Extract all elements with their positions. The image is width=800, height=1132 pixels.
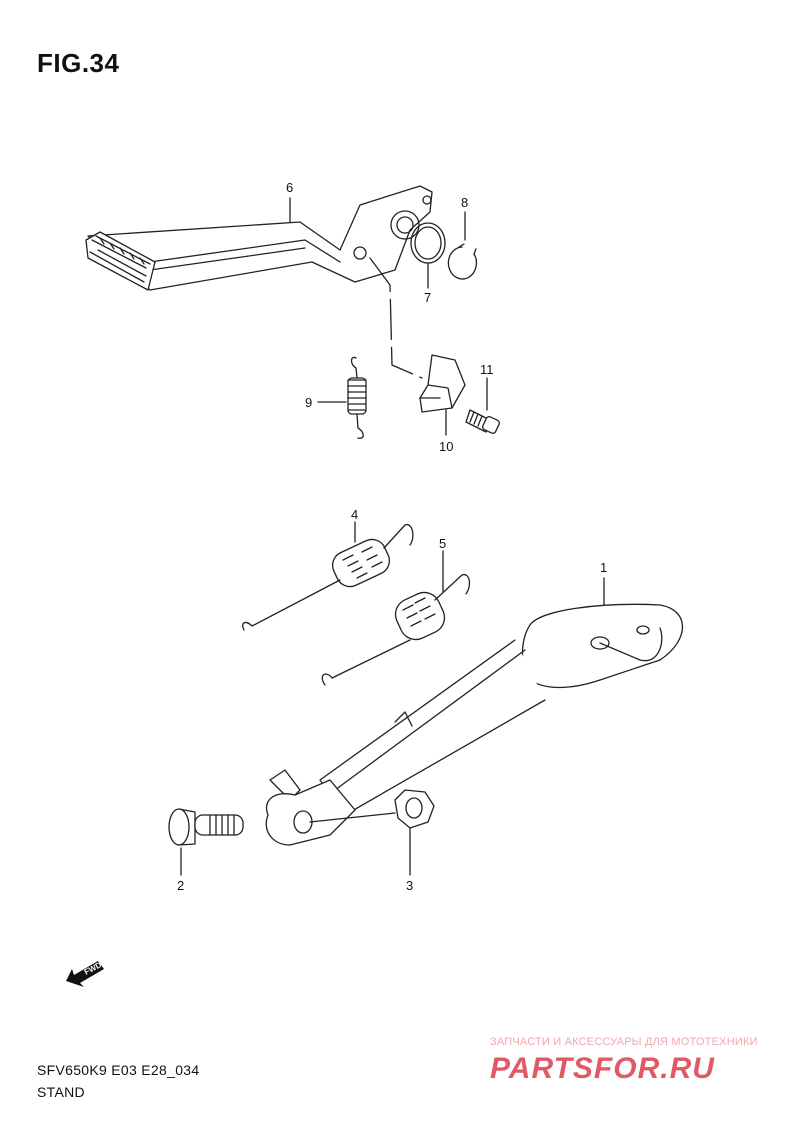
side-stand-part xyxy=(265,603,684,846)
section-name: STAND xyxy=(37,1084,85,1100)
callout-8: 8 xyxy=(461,195,469,210)
screw-part xyxy=(465,409,500,434)
callout-7: 7 xyxy=(424,290,432,305)
pedal-spring-part xyxy=(347,356,367,439)
callout-10: 10 xyxy=(439,439,454,454)
stand-spring-lower-part xyxy=(321,573,471,686)
fwd-arrow-icon: FWD xyxy=(66,960,104,987)
callout-1: 1 xyxy=(600,560,608,575)
callout-5: 5 xyxy=(439,536,447,551)
callout-3: 3 xyxy=(406,878,414,893)
watermark-logo: PARTSFOR.RU xyxy=(490,1052,715,1084)
washer-part xyxy=(410,222,446,264)
watermark-logo-text: PARTSFOR.RU xyxy=(490,1052,715,1084)
watermark-caption: ЗАПЧАСТИ И АКСЕССУАРЫ ДЛЯ МОТОТЕХНИКИ xyxy=(490,1036,758,1048)
callout-6: 6 xyxy=(286,180,294,195)
stand-spring-upper-part xyxy=(242,523,414,631)
switch-bracket-part xyxy=(419,354,466,413)
figure-title: FIG.34 xyxy=(37,48,120,78)
circlip-part xyxy=(447,243,478,280)
callout-2: 2 xyxy=(177,878,185,893)
callout-11: 11 xyxy=(480,362,494,377)
callout-4: 4 xyxy=(351,507,359,522)
pivot-bolt-part xyxy=(168,808,244,846)
callout-9: 9 xyxy=(305,395,313,410)
model-code: SFV650K9 E03 E28_034 xyxy=(37,1062,200,1078)
brake-pedal-part xyxy=(85,185,433,291)
nut-part xyxy=(394,789,435,829)
